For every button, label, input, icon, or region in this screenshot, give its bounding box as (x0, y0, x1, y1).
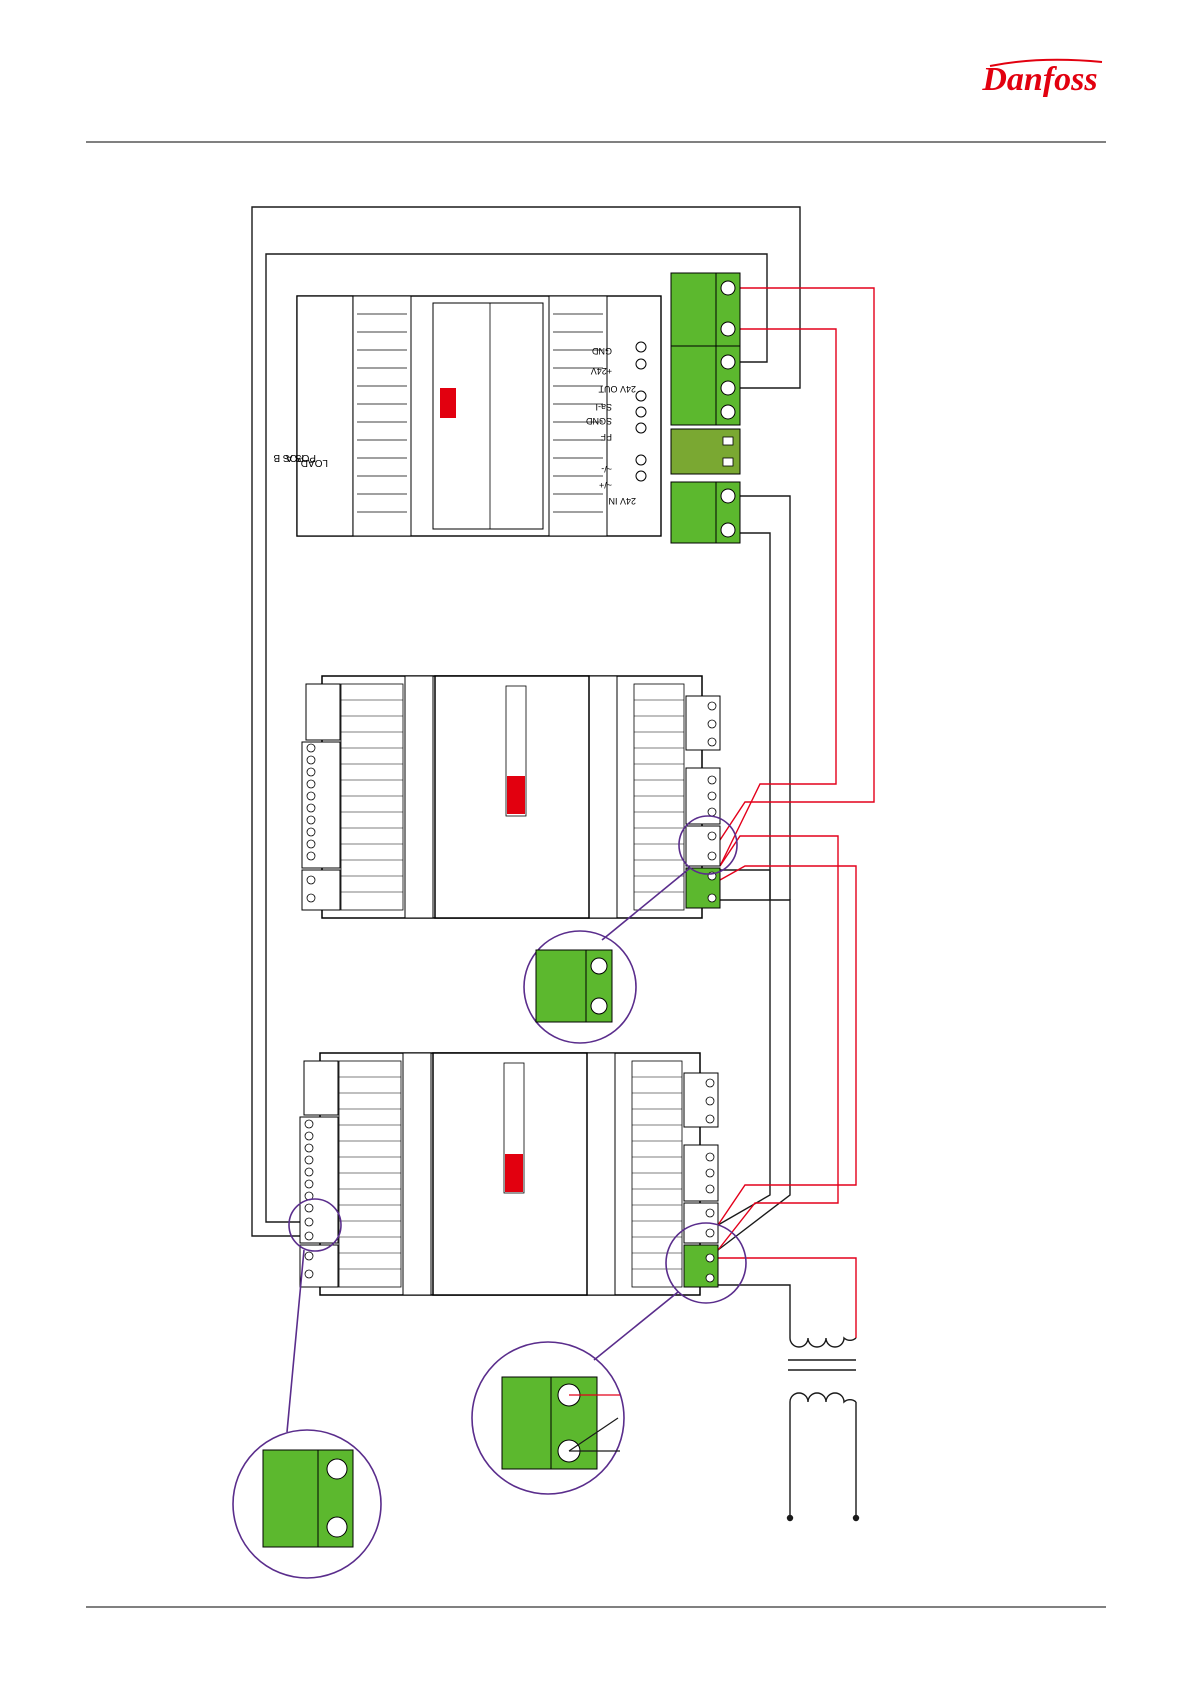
psu-terminal-blocks (671, 273, 740, 543)
callout-detail-1 (536, 950, 612, 1022)
controller-module-2 (300, 1053, 718, 1295)
label-sai: Sa-I (595, 402, 612, 412)
brand-logo: Danfoss (981, 60, 1102, 98)
label-ac-plus: ~/+ (599, 480, 612, 490)
controller-module-1 (302, 676, 720, 918)
power-wires-red (718, 288, 874, 1338)
label-gnd: GND (592, 346, 613, 356)
label-sgnd: SGND (585, 416, 612, 426)
callout-detail-2 (263, 1450, 353, 1547)
label-pf: PF (600, 432, 612, 442)
transformer-symbol (788, 1338, 859, 1521)
label-ac-minus: ~/- (601, 464, 612, 474)
callout-detail-3 (502, 1377, 620, 1469)
label-24v-in: 24V IN (608, 496, 636, 506)
label-24v-out: 24V OUT (598, 384, 636, 394)
label-plus24v: +24V (591, 366, 612, 376)
power-supply-module: GND +24V 24V OUT Sa-I SGND PF ~/- ~/+ 24… (273, 296, 661, 536)
brand-logo-text: Danfoss (981, 61, 1097, 98)
label-pos-b: POS B (273, 452, 304, 463)
